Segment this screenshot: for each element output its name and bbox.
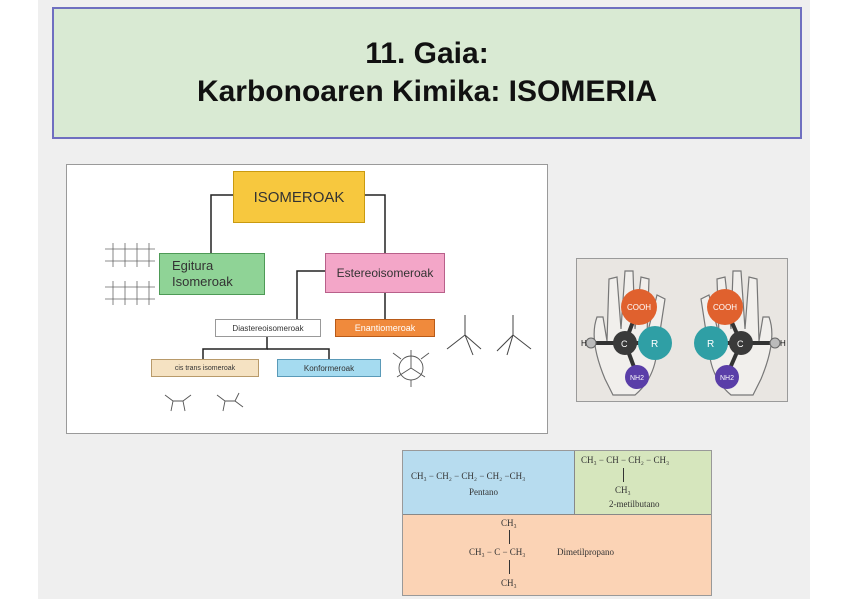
node-cis-trans: cis trans isomeroak	[151, 359, 259, 377]
dimetil-bottom: CH₃	[501, 578, 517, 588]
title-line-1: 11. Gaia:	[365, 37, 489, 70]
node-konformeroak: Konformeroak	[277, 359, 381, 377]
left-r-label: R	[651, 339, 658, 350]
title-box: 11. Gaia: Karbonoaren Kimika: ISOMERIA	[52, 7, 802, 139]
cell-pentano: CH₃ − CH₂ − CH₂ − CH₂ −CH₃ Pentano	[403, 451, 575, 515]
node-enantiomeroak: Enantiomeroak	[335, 319, 435, 337]
right-cooh-label: COOH	[713, 303, 737, 312]
hands-molecules-svg: H COOH C R NH2 H COOH C R NH2	[581, 270, 786, 396]
left-molecule: H COOH C R NH2	[581, 289, 672, 389]
metil-bond	[623, 468, 624, 482]
node-diastereoisomeroak: Diastereoisomeroak	[215, 319, 321, 337]
cis-trans-sketch-icon	[164, 392, 244, 412]
diagram-connectors	[105, 194, 532, 412]
metil-formula: CH₃ − CH − CH₂ − CH₃	[581, 455, 670, 465]
left-c-label: C	[621, 339, 628, 349]
cell-dimetilpropano: CH₃ CH₃ − C − CH₃ CH₃ Dimetilpropano	[403, 515, 711, 595]
title-line-2: Karbonoaren Kimika: ISOMERIA	[196, 75, 658, 108]
pentano-name: Pentano	[469, 487, 498, 497]
dimetil-bond-top	[509, 530, 510, 544]
chain-sketch-icon	[105, 243, 155, 305]
right-r-label: R	[707, 339, 714, 350]
chirality-hands-image: H COOH C R NH2 H COOH C R NH2	[576, 258, 788, 402]
newman-projection-icon	[392, 350, 430, 387]
right-molecule: H COOH C R NH2	[694, 289, 786, 389]
node-isomeroak: ISOMEROAK	[233, 171, 365, 223]
dimetil-top: CH₃	[501, 518, 517, 528]
dimetil-name: Dimetilpropano	[557, 547, 614, 557]
left-nh2-label: NH2	[630, 375, 644, 382]
right-h-label: H	[780, 339, 786, 348]
dimetil-formula: CH₃ − C − CH₃	[469, 547, 526, 557]
metil-name: 2-metilbutano	[609, 499, 660, 509]
dimetil-bond-bottom	[509, 560, 510, 574]
left-h-label: H	[581, 339, 587, 348]
right-c-label: C	[737, 339, 744, 349]
pentano-formula: CH₃ − CH₂ − CH₂ − CH₂ −CH₃	[411, 471, 526, 481]
cell-2-metilbutano: CH₃ − CH − CH₂ − CH₃ CH₃ 2-metilbutano	[575, 451, 711, 515]
right-nh2-label: NH2	[720, 375, 734, 382]
metil-branch: CH₃	[615, 485, 631, 495]
left-cooh-label: COOH	[627, 303, 651, 312]
node-estereoisomeroak: Estereoisomeroak	[325, 253, 445, 293]
formula-table: CH₃ − CH₂ − CH₂ − CH₂ −CH₃ Pentano CH₃ −…	[402, 450, 712, 596]
tetrahedral-sketch-icon	[446, 315, 532, 356]
